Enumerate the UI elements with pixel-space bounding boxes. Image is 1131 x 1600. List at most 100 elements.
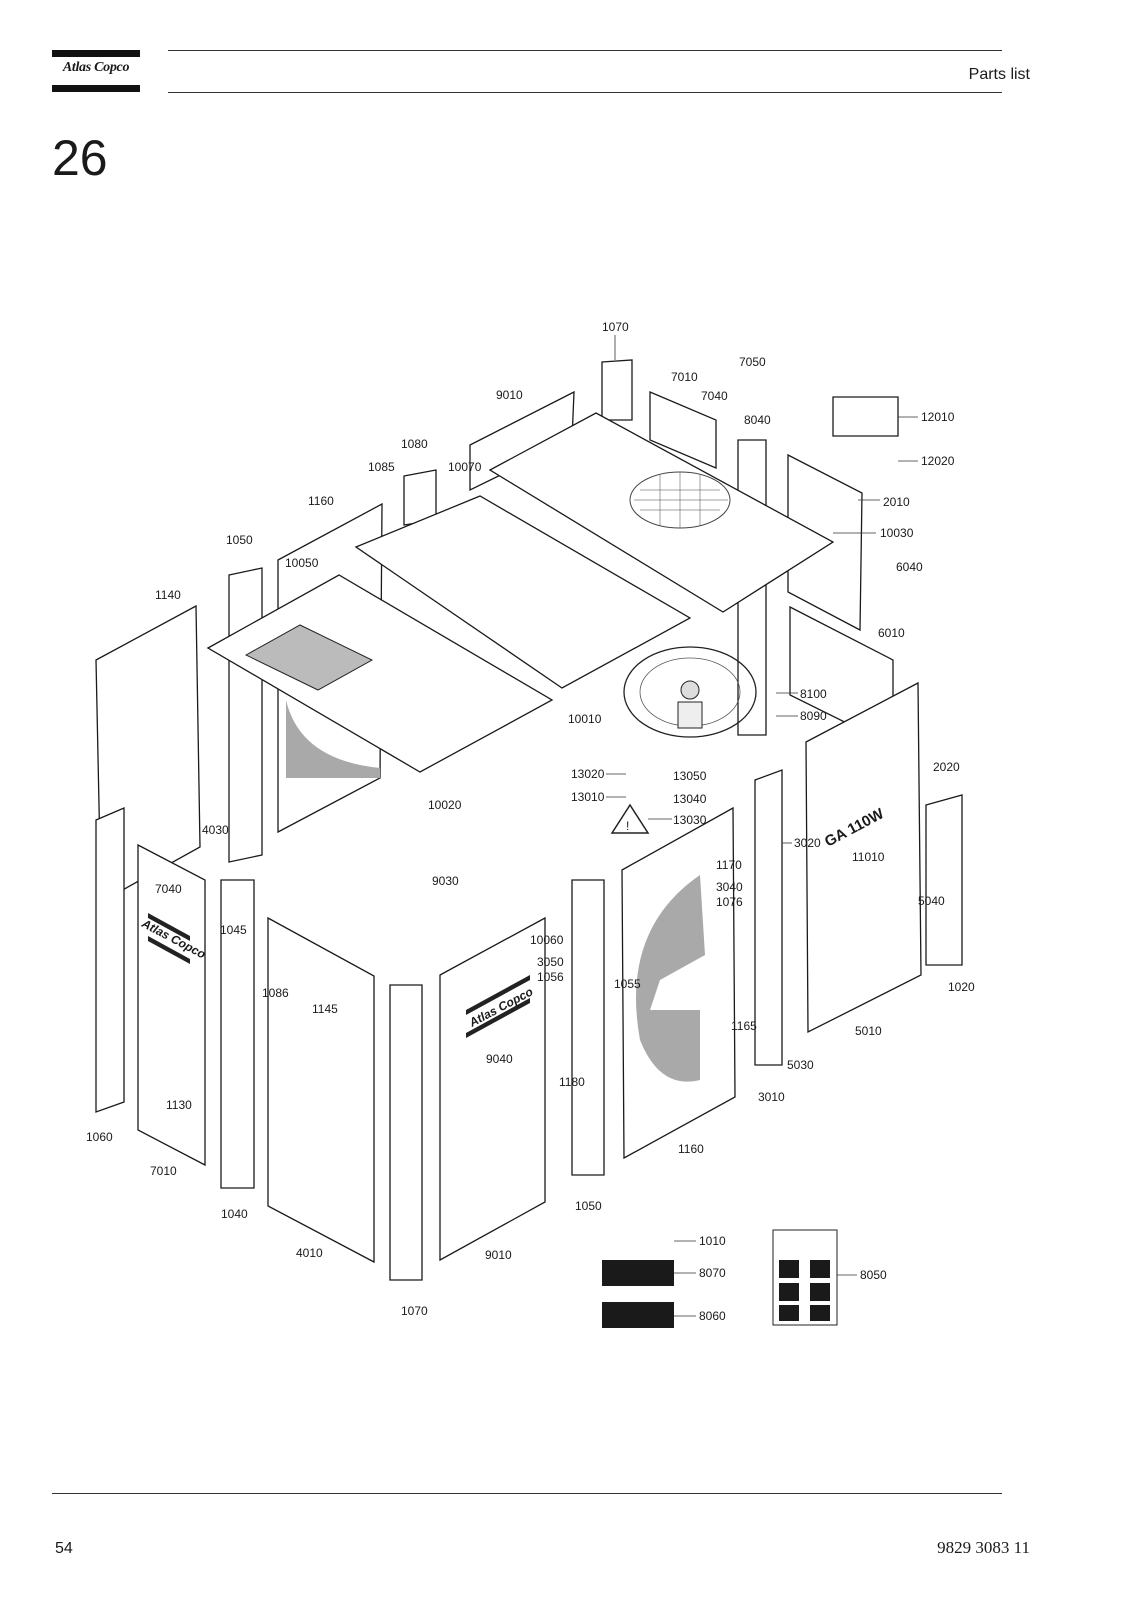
logo-bar-top <box>52 50 140 57</box>
part-callout-8100: 8100 <box>800 687 827 701</box>
atlas-copco-logo: Atlas Copco <box>52 50 140 92</box>
header-rule-top <box>168 50 1002 51</box>
part-callout-3050: 3050 <box>537 955 564 969</box>
part-callout-1085: 1085 <box>368 460 395 474</box>
panel-9010-front <box>439 916 546 1262</box>
post-1060 <box>95 807 125 1113</box>
graphic-g-rear <box>286 700 380 778</box>
part-callout-1010: 1010 <box>699 1234 726 1248</box>
part-callout-9040: 9040 <box>486 1052 513 1066</box>
panel-7010-rear <box>649 391 717 469</box>
part-callout-10010: 10010 <box>568 712 602 726</box>
part-callout-1160: 1160 <box>678 1142 704 1156</box>
footer-rule <box>52 1493 1002 1494</box>
roof-panel-10030 <box>488 412 835 613</box>
fan-hub <box>680 680 700 700</box>
part-callout-1080: 1080 <box>401 437 428 451</box>
part-callout-10020: 10020 <box>428 798 462 812</box>
part-callout-1070: 1070 <box>602 320 629 334</box>
post-1050-rear <box>228 567 263 863</box>
part-callout-2020: 2020 <box>933 760 960 774</box>
part-callout-1130: 1130 <box>166 1098 192 1112</box>
decal-8060 <box>602 1302 674 1328</box>
part-callout-3040: 3040 <box>716 880 743 894</box>
part-callout-1070: 1070 <box>401 1304 428 1318</box>
part-callout-13010: 13010 <box>571 790 605 804</box>
part-callout-6010: 6010 <box>878 626 905 640</box>
part-callout-1076: 1076 <box>716 895 743 909</box>
part-callout-10060: 10060 <box>530 933 564 947</box>
part-callout-8050: 8050 <box>860 1268 887 1282</box>
page-header-title: Parts list <box>968 66 1030 83</box>
part-callout-3010: 3010 <box>758 1090 785 1104</box>
part-callout-13030: 13030 <box>673 813 707 827</box>
part-callout-4030: 4030 <box>202 823 229 837</box>
part-callout-1050: 1050 <box>575 1199 602 1213</box>
post-2020 <box>925 794 963 966</box>
post-3010 <box>754 769 783 1066</box>
part-callout-8060: 8060 <box>699 1309 726 1323</box>
part-callout-10070: 10070 <box>448 460 482 474</box>
part-callout-12020: 12020 <box>921 454 955 468</box>
section-number: 26 <box>52 130 108 186</box>
part-callout-5030: 5030 <box>787 1058 814 1072</box>
page-number: 54 <box>55 1540 73 1557</box>
exploded-parts-diagram: Atlas Copco Atlas Copco GA 110W ! 107070… <box>86 320 975 1328</box>
part-callout-1020: 1020 <box>948 980 975 994</box>
decal-8070 <box>602 1260 674 1286</box>
part-callout-5010: 5010 <box>855 1024 882 1038</box>
part-callout-10050: 10050 <box>285 556 319 570</box>
part-callout-1040: 1040 <box>221 1207 248 1221</box>
roof-panel-10020 <box>206 574 554 773</box>
part-callout-7040: 7040 <box>155 882 182 896</box>
part-callout-7010: 7010 <box>150 1164 177 1178</box>
part-callout-2010: 2010 <box>883 495 910 509</box>
part-callout-12010: 12010 <box>921 410 955 424</box>
part-callout-10030: 10030 <box>880 526 914 540</box>
panel-1160-front <box>621 806 736 1160</box>
part-callout-4010: 4010 <box>296 1246 323 1260</box>
part-callout-8090: 8090 <box>800 709 827 723</box>
part-callout-9010: 9010 <box>496 388 523 402</box>
graphic-g-front <box>636 875 705 1082</box>
part-callout-7050: 7050 <box>739 355 766 369</box>
data-plate-12010 <box>832 396 899 437</box>
part-callout-1056: 1056 <box>537 970 564 984</box>
part-callout-7040: 7040 <box>701 389 728 403</box>
warning-triangle-13030 <box>610 803 650 834</box>
part-callout-13050: 13050 <box>673 769 707 783</box>
warning-symbol: ! <box>626 819 629 833</box>
part-callout-5040: 5040 <box>918 894 945 908</box>
part-callout-1140: 1140 <box>155 588 181 602</box>
part-callout-9030: 9030 <box>432 874 459 888</box>
part-callout-1165: 1165 <box>731 1019 757 1033</box>
part-callout-3020: 3020 <box>794 836 821 850</box>
fan-guard-13050 <box>623 646 757 738</box>
document-number: 9829 3083 11 <box>937 1538 1030 1557</box>
part-callout-1170: 1170 <box>716 858 742 872</box>
part-callout-8070: 8070 <box>699 1266 726 1280</box>
part-callout-6040: 6040 <box>896 560 923 574</box>
part-callout-13020: 13020 <box>571 767 605 781</box>
part-callout-7010: 7010 <box>671 370 698 384</box>
part-callout-11010: 11010 <box>852 850 885 864</box>
post-1070-front <box>389 984 423 1281</box>
part-callout-1086: 1086 <box>262 986 289 1000</box>
part-callout-1050: 1050 <box>226 533 253 547</box>
panel-4010 <box>267 916 375 1264</box>
panel-5010 <box>805 681 922 1034</box>
part-callout-1160: 1160 <box>308 494 334 508</box>
post-1040 <box>220 879 255 1189</box>
part-callout-1145: 1145 <box>312 1002 338 1016</box>
post-1070-rear <box>601 359 633 421</box>
part-callout-8040: 8040 <box>744 413 771 427</box>
part-callout-13040: 13040 <box>673 792 707 806</box>
post-1050-front <box>571 879 605 1176</box>
fan-motor <box>677 701 703 729</box>
panel-7010-front <box>137 843 206 1167</box>
header-rule-bottom <box>168 92 1002 93</box>
part-callout-1045: 1045 <box>220 923 247 937</box>
roof-vent-grille <box>244 624 374 691</box>
part-callout-9010: 9010 <box>485 1248 512 1262</box>
